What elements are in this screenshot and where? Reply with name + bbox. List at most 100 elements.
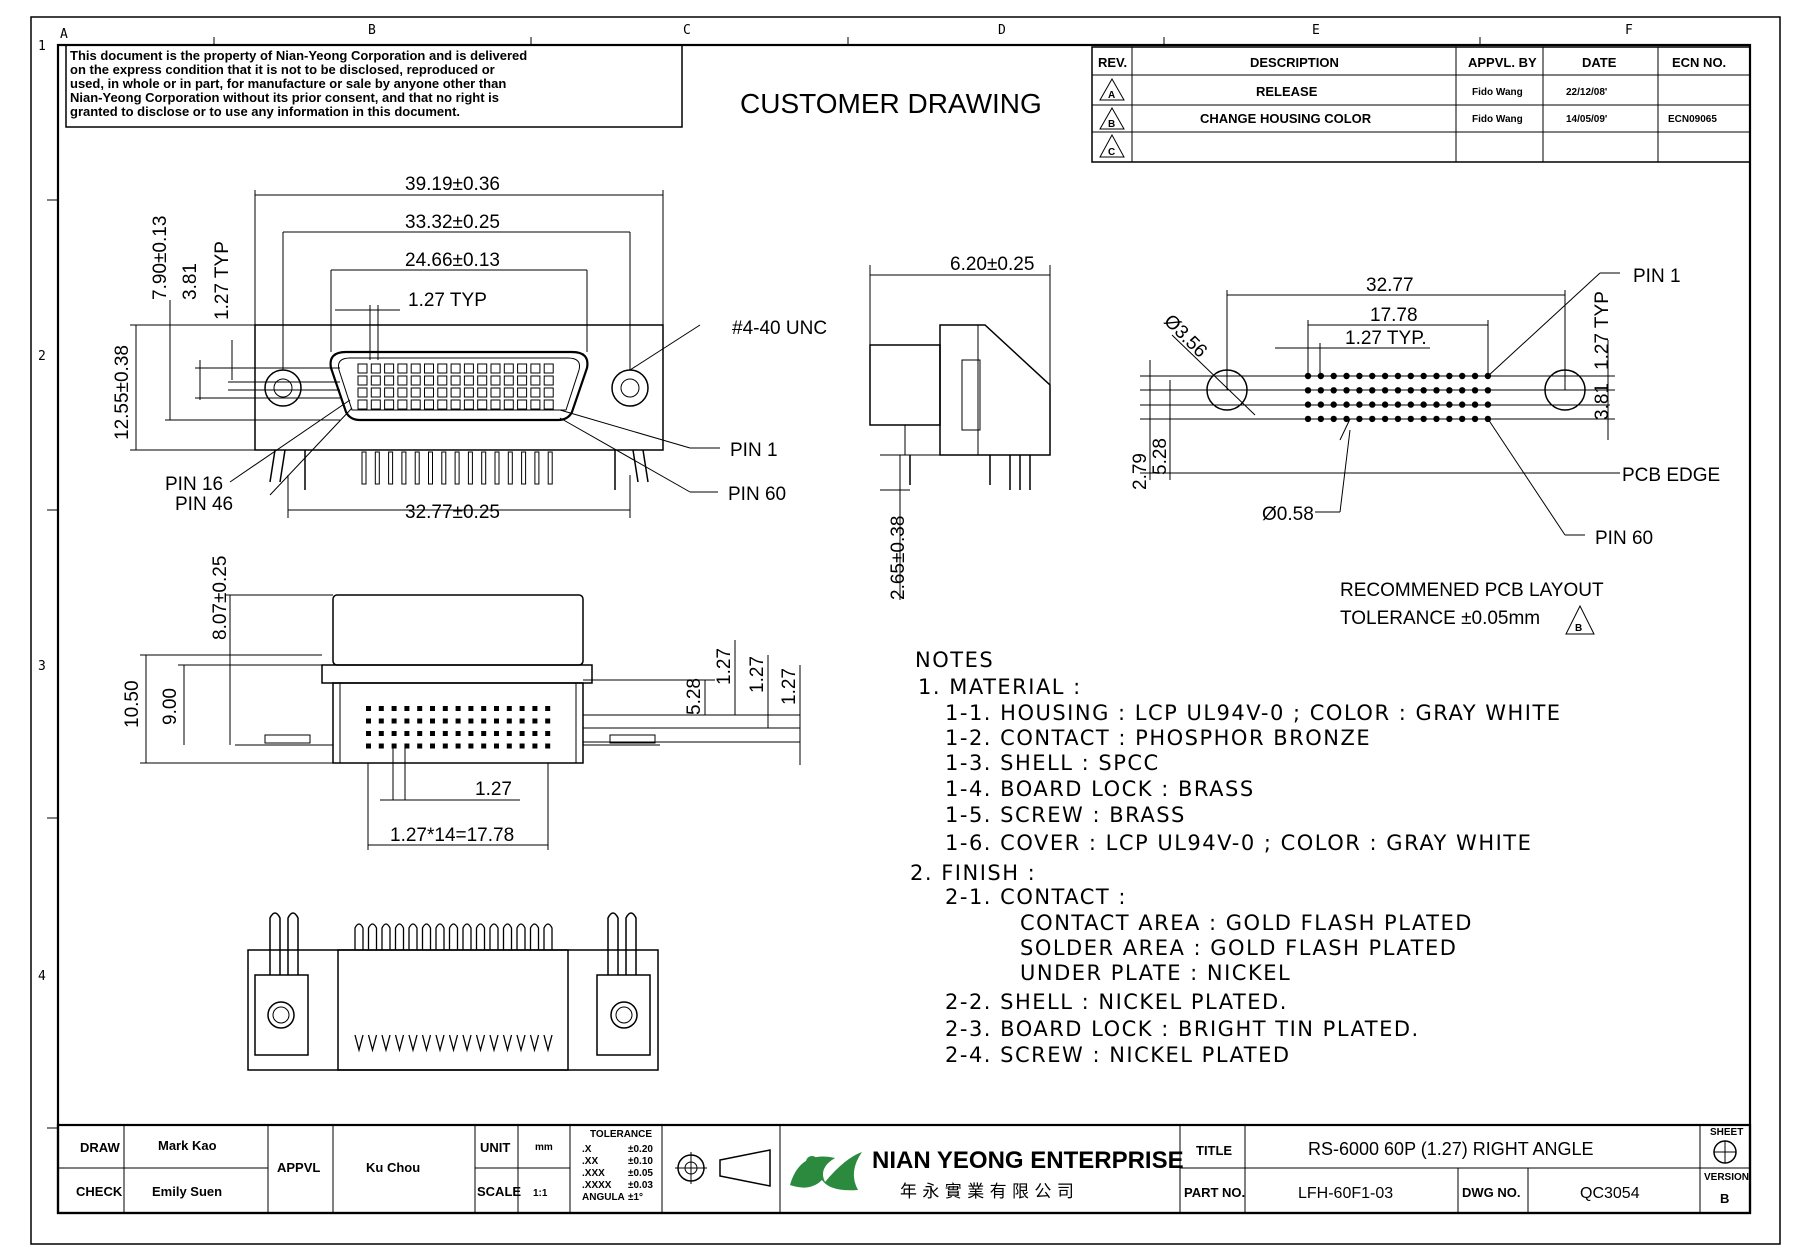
company-name-cn: 年 永 實 業 有 限 公 司 [900, 1182, 1074, 1202]
underside-tail-top [435, 923, 445, 950]
rear-contact [391, 718, 397, 724]
underside-tail-bottom [367, 1034, 378, 1053]
front-contact [424, 375, 434, 386]
pcb-hole [1407, 387, 1415, 394]
front-tail [401, 451, 407, 485]
pcb-hole [1407, 401, 1415, 408]
front-contact [357, 363, 368, 374]
pcb-dim-v1: 1.27 TYP [1592, 291, 1613, 370]
pcb-hole [1304, 401, 1312, 408]
rear-contact [404, 718, 410, 724]
svg-text:Nian-Yeong Corporation without: Nian-Yeong Corporation without its prior… [70, 90, 499, 105]
rear-contact [430, 718, 435, 724]
front-contact [543, 375, 554, 386]
svg-text:granted to disclose or to use: granted to disclose or to use any inform… [70, 104, 460, 119]
underside-tail-bottom [489, 1034, 499, 1053]
front-contact [503, 375, 514, 386]
pcb-hole [1330, 387, 1337, 394]
rear-contact [519, 743, 525, 749]
underside-tail-top [354, 923, 364, 950]
front-shell-trapezoid [329, 350, 589, 422]
underside-tail-bottom [448, 1034, 459, 1053]
pcb-hole-grid [1304, 372, 1492, 423]
pcb-hole [1369, 387, 1376, 394]
note-contact: 1-2. CONTACT : PHOSPHOR BRONZE [945, 726, 1371, 750]
svg-text:±0.03: ±0.03 [628, 1180, 653, 1191]
front-contact [424, 399, 434, 410]
underside-tail-top [529, 923, 540, 950]
underside-tail-top [462, 923, 472, 950]
svg-text:±0.20: ±0.20 [628, 1144, 653, 1155]
pcb-hole [1459, 401, 1466, 408]
rear-contact [481, 706, 487, 711]
front-contact [517, 387, 528, 398]
pcb-label-pin60: PIN 60 [1595, 528, 1653, 549]
tb-dwg: QC3054 [1580, 1185, 1640, 1202]
rear-contact [468, 718, 474, 724]
tb-tolerances: .X ±0.20 .XX ±0.10 .XXX ±0.05 .XXXX ±0.0… [582, 1144, 653, 1203]
pcb-hole [1446, 387, 1453, 394]
front-contact [503, 399, 514, 410]
svg-text:.XXXX: .XXXX [582, 1180, 612, 1191]
underside-tail-top [475, 923, 486, 950]
front-contact [410, 363, 421, 374]
side-view: 6.20±0.25 2.65±0.38 [869, 254, 1051, 600]
front-contact [490, 375, 501, 386]
rear-contact [532, 731, 538, 736]
front-contact [517, 375, 528, 386]
front-contact [410, 399, 421, 410]
rear-contact [378, 743, 384, 749]
note-screw: 1-5. SCREW : BRASS [945, 803, 1186, 827]
front-tail [441, 451, 447, 485]
front-tail [494, 451, 500, 485]
dim-pitch-typ: 1.27 TYP [408, 290, 487, 311]
tb-dwg-label: DWG NO. [1462, 1185, 1521, 1200]
rear-contact [417, 706, 423, 711]
side-profile [939, 324, 1051, 456]
rear-contact [455, 743, 461, 749]
pcb-label-pin1: PIN 1 [1633, 266, 1681, 287]
col-label-a: A [60, 27, 68, 42]
svg-text:±0.05: ±0.05 [628, 1168, 653, 1179]
underside-tail-bottom [408, 1034, 418, 1053]
pcb-hole [1356, 387, 1363, 394]
front-view: 39.19±0.36 33.32±0.25 24.66±0.13 1.27 TY… [112, 174, 827, 523]
rev-a-mark: A [1108, 90, 1115, 101]
rev-a-date: 22/12/08' [1566, 87, 1607, 98]
front-contact [463, 387, 474, 398]
front-contact [357, 387, 368, 398]
underside-tail-top [516, 923, 526, 950]
pcb-hole [1420, 387, 1427, 394]
rear-contact [506, 706, 512, 711]
rear-contact [391, 706, 397, 711]
pcb-hole [1484, 415, 1492, 423]
front-contact [450, 363, 461, 374]
rev-b-date: 14/05/09' [1566, 114, 1607, 125]
pcb-dim-overall: 32.77 [1366, 275, 1414, 296]
tb-title-label: TITLE [1196, 1143, 1232, 1158]
note-cover: 1-6. COVER : LCP UL94V-0 ; COLOR : GRAY … [945, 831, 1532, 855]
underside-tail-bottom [529, 1034, 540, 1053]
underside-tail-bottom [381, 1034, 391, 1053]
rear-contact [519, 731, 525, 736]
pcb-dim-pitch: 1.27 TYP. [1345, 328, 1427, 349]
pcb-hole [1394, 372, 1402, 380]
pcb-hole [1433, 401, 1440, 408]
sheet-symbol [1713, 1140, 1737, 1164]
front-contact [384, 363, 395, 374]
front-contact [357, 375, 368, 386]
col-label-c: C [683, 23, 691, 38]
rear-contact [506, 743, 512, 749]
rear-contact [506, 731, 512, 736]
desc-header: DESCRIPTION [1250, 55, 1339, 70]
rear-contact [430, 731, 435, 736]
rear-contact [494, 718, 499, 724]
tb-part-label: PART NO. [1184, 1185, 1245, 1200]
rev-header: REV. [1098, 55, 1127, 70]
underside-tail-top [448, 923, 459, 950]
pcb-hole [1330, 401, 1337, 408]
pcb-hole [1433, 415, 1440, 423]
pcb-dim-v3: 2.79 [1130, 453, 1151, 490]
front-contact [384, 375, 395, 386]
front-contact [530, 375, 541, 386]
